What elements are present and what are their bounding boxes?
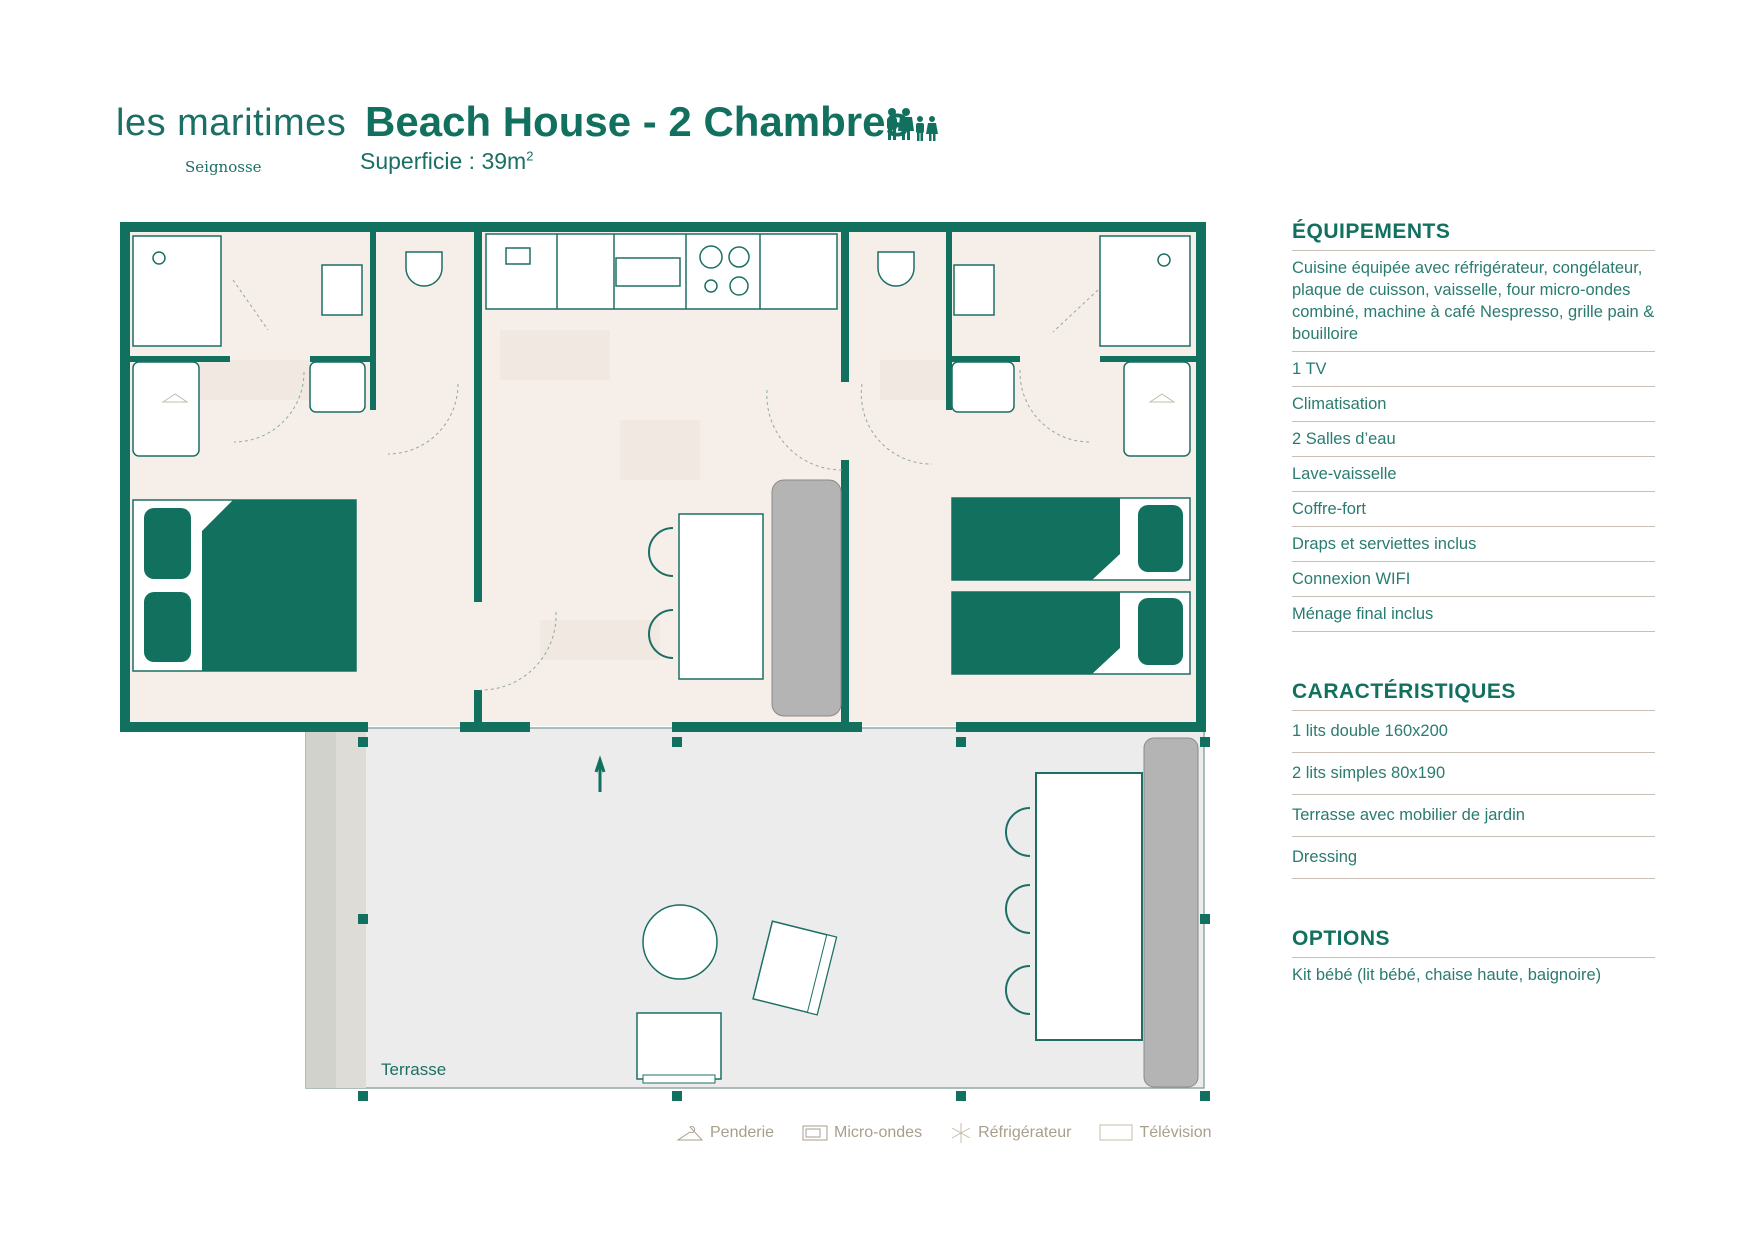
list-item: Ménage final inclus (1292, 597, 1655, 632)
tv-icon (1099, 1124, 1133, 1141)
hanger-icon (1148, 393, 1176, 403)
legend-item: Penderie (676, 1122, 774, 1144)
list-item: Lave-vaisselle (1292, 457, 1655, 492)
double-bed (202, 500, 356, 671)
surface-sup: 2 (526, 148, 534, 164)
terrace-label: Terrasse (381, 1060, 446, 1079)
list-item: 1 lits double 160x200 (1292, 711, 1655, 753)
armchair (636, 1012, 722, 1080)
caracteristiques-section: CARACTÉRISTIQUES 1 lits double 160x200 2… (1292, 680, 1655, 879)
legend-label: Micro-ondes (834, 1124, 923, 1141)
hanger-icon (676, 1126, 704, 1141)
section-title: OPTIONS (1292, 927, 1655, 958)
section-title: ÉQUIPEMENTS (1292, 220, 1655, 251)
single-bed (952, 592, 1120, 674)
terrace-bench (1143, 737, 1199, 1088)
info-panel: ÉQUIPEMENTS Cuisine équipée avec réfrigé… (1292, 220, 1655, 1040)
entry-arrow-icon (594, 755, 606, 792)
list-item: Connexion WIFI (1292, 562, 1655, 597)
list-item: 2 lits simples 80x190 (1292, 753, 1655, 795)
list-item: Draps et serviettes inclus (1292, 527, 1655, 562)
page-title: Beach House - 2 Chambres (365, 98, 909, 145)
options-section: OPTIONS Kit bébé (lit bébé, chaise haute… (1292, 927, 1655, 992)
list-item: Cuisine équipée avec réfrigérateur, cong… (1292, 251, 1655, 352)
logo-location: Seignosse (185, 158, 262, 176)
legend-item: Micro-ondes (802, 1122, 922, 1144)
equipements-section: ÉQUIPEMENTS Cuisine équipée avec réfrigé… (1292, 220, 1655, 632)
legend: Penderie Micro-ondes Réfrigérateur Télév… (676, 1122, 1211, 1144)
surface-area: Superficie : 39m2 (360, 148, 533, 175)
legend-label: Penderie (710, 1124, 775, 1141)
legend-label: Télévision (1139, 1124, 1212, 1141)
list-item: 1 TV (1292, 352, 1655, 387)
single-bed (952, 498, 1120, 580)
section-title: CARACTÉRISTIQUES (1292, 680, 1655, 711)
list-item: Terrasse avec mobilier de jardin (1292, 795, 1655, 837)
surface-text: Superficie : 39m (360, 148, 527, 174)
list-item: Dressing (1292, 837, 1655, 879)
hanger-icon (161, 393, 189, 403)
armchair (752, 920, 838, 1016)
family-4-icon (887, 108, 938, 141)
legend-item: Télévision (1099, 1122, 1211, 1144)
snowflake-icon (951, 1123, 971, 1143)
sofa (771, 479, 842, 717)
legend-item: Réfrigérateur (950, 1122, 1071, 1144)
walls (120, 222, 1206, 732)
legend-label: Réfrigérateur (978, 1124, 1072, 1141)
list-item: 2 Salles d’eau (1292, 422, 1655, 457)
terrace-table (1035, 772, 1143, 1041)
logo: les maritimes (116, 102, 347, 144)
list-item: Coffre-fort (1292, 492, 1655, 527)
microwave-icon (802, 1125, 828, 1141)
list-item: Climatisation (1292, 387, 1655, 422)
terrace: Terrasse (305, 727, 1210, 1101)
round-table (642, 904, 718, 980)
list-item: Kit bébé (lit bébé, chaise haute, baigno… (1292, 966, 1602, 984)
interior (120, 222, 1206, 732)
